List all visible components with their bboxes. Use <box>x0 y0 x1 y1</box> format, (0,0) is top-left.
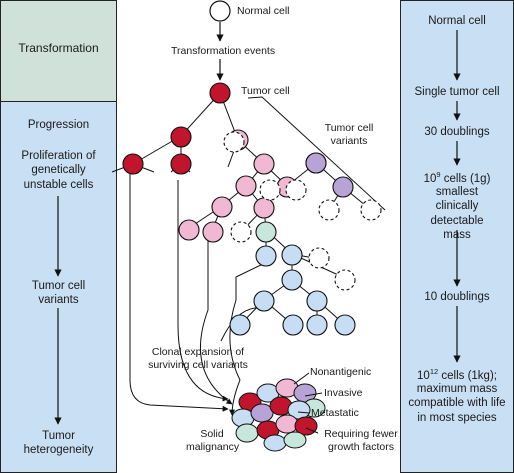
right-single-tumor-cell: Single tumor cell <box>414 86 500 98</box>
variants-label: Tumor cell variants <box>31 280 86 307</box>
dead-cell <box>285 179 307 201</box>
pink-cell <box>211 196 233 218</box>
cells-1kg-base: 10 <box>417 369 430 382</box>
invasive-label: Invasive <box>324 387 363 399</box>
cells-1g-exponent: 9 <box>436 170 441 179</box>
annotation-lines <box>293 372 323 434</box>
heterogeneity-label: Tumor heterogeneity <box>23 430 94 457</box>
pink-cell <box>253 153 275 175</box>
tumor-cell <box>209 82 231 104</box>
dead-cell <box>308 247 330 269</box>
pink-cell <box>178 219 200 241</box>
mint-cell <box>255 221 277 243</box>
red-cell <box>170 126 192 148</box>
cells-1g-base: 10 <box>423 172 437 185</box>
right-10-doublings: 10 doublings <box>424 291 490 303</box>
right-max-mass: maximum mass compatible with life in mos… <box>408 383 506 424</box>
transformation-events-label: Transformation events <box>171 45 276 57</box>
expansion-lines <box>129 173 266 416</box>
dead-cell <box>230 221 252 243</box>
normal-cell-label: Normal cell <box>237 5 290 17</box>
tumor-cell-label: Tumor cell <box>241 85 290 97</box>
transformation-label: Transformation <box>18 41 99 55</box>
blue-cell <box>306 314 328 336</box>
dead-cell <box>259 179 281 201</box>
dead-cell <box>318 199 340 221</box>
blue-cell <box>282 314 304 336</box>
nonantigenic-label: Nonantigenic <box>310 366 372 378</box>
blue-cell <box>334 314 356 336</box>
red-cell <box>170 153 192 175</box>
progression-label: Progression <box>27 119 90 131</box>
blue-cell <box>306 290 328 312</box>
blue-cell <box>255 245 277 267</box>
cells-1kg-exponent: 12 <box>429 367 439 376</box>
dead-cell <box>360 199 382 221</box>
right-cells-1kg: 1012 cells (1kg); <box>400 367 514 383</box>
requiring-fewer-growth-factors-label: Requiring fewer growth factors <box>324 428 398 453</box>
metastatic-label: Metastatic <box>311 407 359 419</box>
pink-cell <box>202 221 224 243</box>
pink-cell <box>253 197 275 219</box>
right-normal-cell: Normal cell <box>428 15 486 27</box>
cells-1kg-text: cells (1kg); <box>438 369 497 382</box>
blue-cell <box>281 244 303 266</box>
purple-cell <box>332 176 354 198</box>
normal-cell <box>209 0 231 22</box>
right-cells-1g: 109 cells (1g) <box>400 170 514 186</box>
blue-cell <box>229 314 251 336</box>
clonal-expansion-label: Clonal expansion of surviving cell varia… <box>148 346 248 371</box>
pink-cell <box>235 175 257 197</box>
dead-cell <box>223 131 245 153</box>
solid-malignancy-cluster <box>231 378 326 452</box>
right-smallest-mass: smallest clinically detectable mass <box>430 186 484 242</box>
tumor-cell-variants-label: Tumor cell variants <box>324 122 374 147</box>
dead-cell <box>334 269 356 291</box>
solid-malignancy-label: Solid malignancy <box>186 428 240 453</box>
cells-1g-text: cells (1g) <box>440 172 491 185</box>
transformation-panel <box>0 0 117 103</box>
purple-cell <box>305 152 327 174</box>
proliferation-label: Proliferation of genetically unstable ce… <box>21 150 96 191</box>
red-cell <box>122 153 144 175</box>
right-30-doublings: 30 doublings <box>424 126 490 138</box>
blue-cell <box>281 269 303 291</box>
blue-cell <box>253 290 275 312</box>
